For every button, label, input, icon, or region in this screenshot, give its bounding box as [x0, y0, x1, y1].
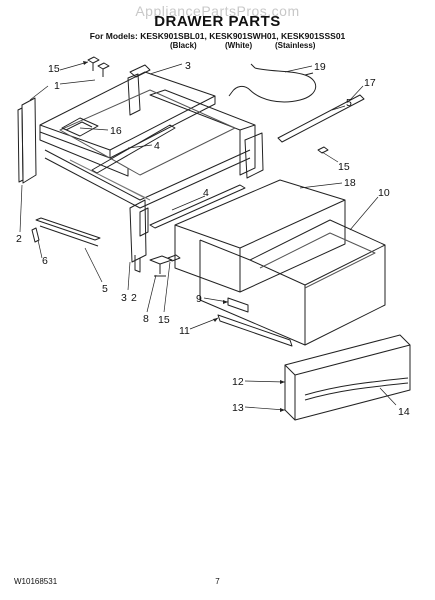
callout-15c: 15 [338, 161, 350, 173]
part-16-bracket [61, 117, 99, 137]
callout-4: 4 [154, 140, 160, 152]
part-12-drawer-front [284, 334, 411, 421]
part-17-strip [277, 94, 365, 154]
arrowheads [83, 61, 285, 412]
part-10-drawer [199, 219, 386, 346]
callout-3: 3 [185, 60, 191, 72]
models-line: For Models: KESK901SBL01, KESK901SWH01, … [89, 31, 346, 41]
finish-white: (White) [225, 41, 253, 50]
part-15-bolts-top [87, 56, 110, 77]
part-19-liner [174, 179, 346, 293]
callout-5: 5 [102, 283, 108, 295]
part-18-wire-harness [228, 63, 317, 103]
callout-6: 6 [42, 255, 48, 267]
part-1-frame [17, 64, 264, 209]
page-title: DRAWER PARTS [154, 13, 281, 30]
callout-2b: 2 [131, 292, 137, 304]
callout-10: 10 [378, 187, 390, 199]
callout-11: 11 [179, 325, 190, 337]
callout-8: 8 [143, 313, 149, 325]
callout-18: 19 [314, 61, 326, 73]
callout-12: 12 [232, 376, 244, 388]
callout-3b: 3 [121, 292, 127, 304]
callout-1: 1 [54, 80, 60, 92]
callout-19: 18 [344, 177, 356, 189]
finish-stainless: (Stainless) [275, 41, 316, 50]
callout-14: 14 [398, 406, 410, 418]
callout-15: 15 [48, 63, 60, 75]
part-number: W10168531 [14, 577, 58, 586]
page-number: 7 [215, 577, 220, 586]
callout-13: 13 [232, 402, 244, 414]
part-5-bracket-lower [31, 217, 101, 247]
callout-16: 16 [110, 125, 122, 137]
part-2-leg-left [129, 199, 147, 273]
watermark: AppliancePartsPros.com [135, 3, 300, 19]
callout-9: 9 [196, 293, 202, 305]
callout-4b: 4 [203, 187, 209, 199]
callout-2: 2 [16, 233, 22, 245]
finish-black: (Black) [170, 41, 197, 50]
part-14-handle [304, 377, 409, 401]
leader-lines [19, 61, 397, 411]
part-4-slide-rail-upper [91, 124, 176, 174]
callout-5b: 5 [346, 97, 352, 109]
part-11-rail [217, 314, 293, 347]
part-9-clip [227, 297, 249, 313]
callout-15b: 15 [158, 314, 170, 326]
callout-17: 17 [364, 77, 376, 89]
